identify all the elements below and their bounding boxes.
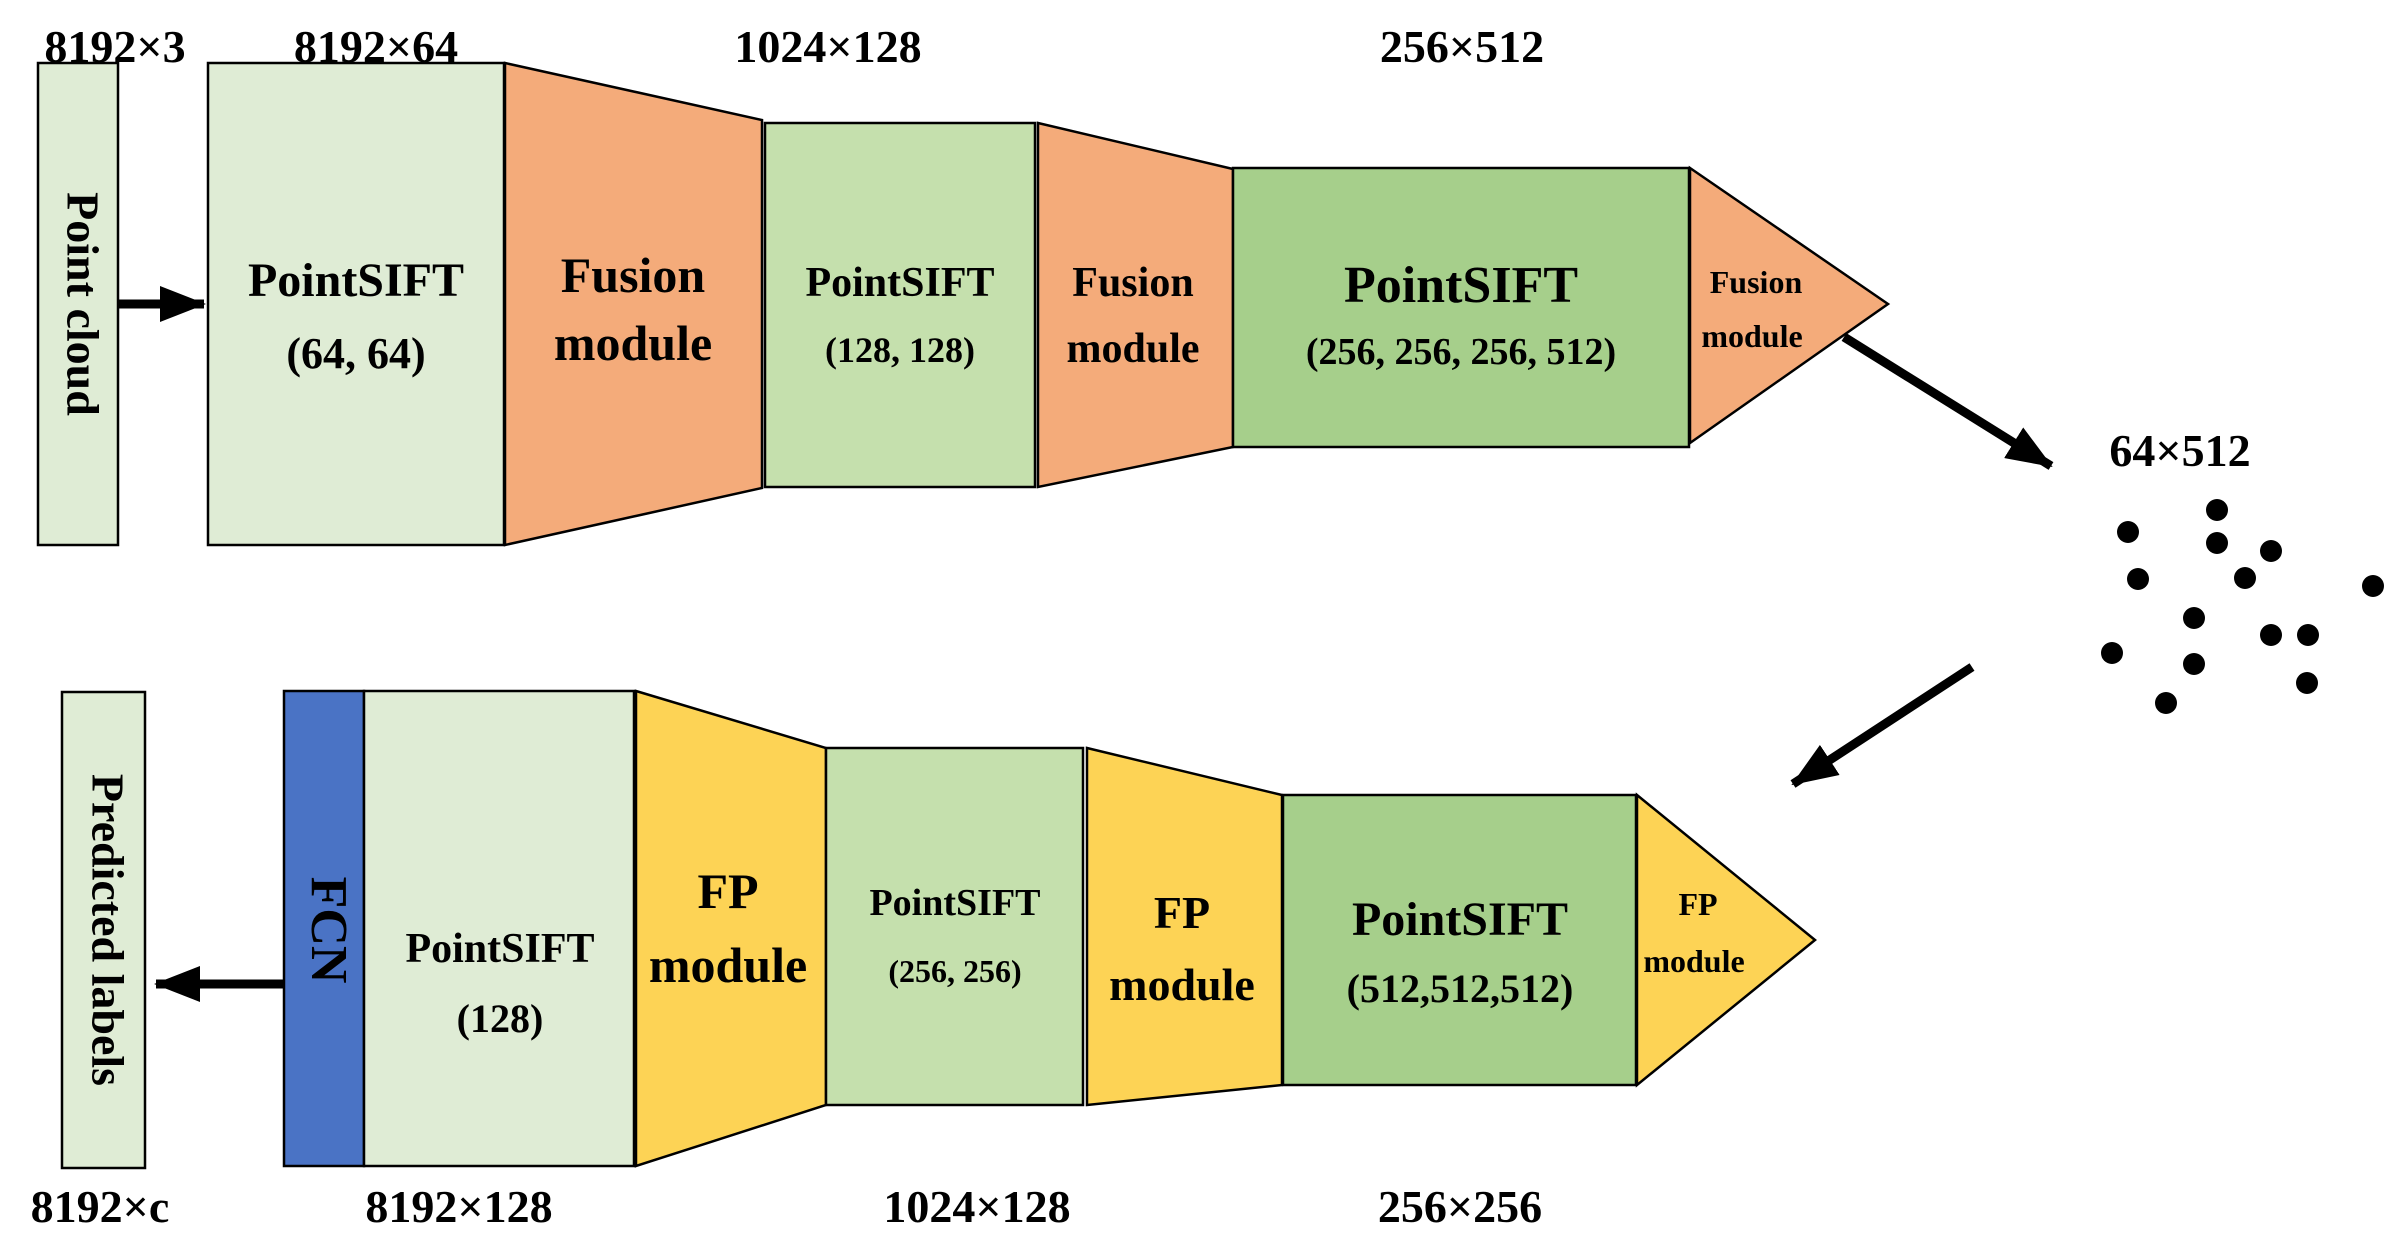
ps2-title: PointSIFT <box>805 260 994 306</box>
predicted-labels-box <box>60 690 147 1170</box>
node-pointsift-128 <box>362 689 636 1168</box>
point-cloud-label: Point cloud <box>57 192 108 416</box>
fcn-label: FCN <box>300 877 357 984</box>
ps1-params: (64, 64) <box>286 329 425 378</box>
ps6-title: PointSIFT <box>1352 893 1568 946</box>
node-pointsift-256-512 <box>1231 166 1691 449</box>
node-fcn <box>282 689 366 1168</box>
ps3-title: PointSIFT <box>1344 257 1578 314</box>
ps5-title: PointSIFT <box>869 882 1040 924</box>
ps4-title: PointSIFT <box>405 926 594 972</box>
point-cloud-box <box>36 61 120 547</box>
dim-label-ps4: 8192×128 <box>365 1181 552 1232</box>
fusion1-line2: module <box>554 315 712 371</box>
fp1-line2: module <box>649 937 807 993</box>
fusion2-line1: Fusion <box>1072 260 1193 306</box>
dim-label-output: 8192×c <box>31 1181 170 1232</box>
ps3-params: (256, 256, 256, 512) <box>1306 331 1616 373</box>
point-cloud-dots <box>2101 499 2384 714</box>
node-pointsift-128-128 <box>763 121 1037 489</box>
node-pointsift-64-64 <box>206 61 506 547</box>
ps2-params: (128, 128) <box>825 330 975 370</box>
dim-label-ps3: 256×512 <box>1380 21 1544 72</box>
dim-label-bottleneck: 64×512 <box>2109 425 2250 476</box>
ps4-params: (128) <box>457 996 544 1041</box>
dim-label-ps2: 1024×128 <box>734 21 921 72</box>
node-fp-module-3 <box>1635 792 1817 1088</box>
node-fusion-module-3 <box>1688 165 1891 446</box>
arrow-encoder-to-bottleneck <box>1841 333 2054 470</box>
fp2-line2: module <box>1109 959 1255 1010</box>
fusion3-line1: Fusion <box>1710 264 1803 300</box>
node-fp-module-1 <box>634 689 828 1168</box>
fp2-line1: FP <box>1154 887 1210 938</box>
fp1-line1: FP <box>697 863 758 919</box>
predicted-labels-label: Predicted labels <box>82 774 133 1086</box>
ps5-params: (256, 256) <box>888 953 1021 989</box>
dim-label-ps6: 256×256 <box>1378 1181 1542 1232</box>
fusion1-line1: Fusion <box>561 247 706 303</box>
ps1-title: PointSIFT <box>248 254 464 307</box>
arrow-bottleneck-to-decoder <box>1790 663 1975 788</box>
fp3-line2: module <box>1643 943 1744 979</box>
dim-label-ps5: 1024×128 <box>883 1181 1070 1232</box>
fp3-line1: FP <box>1678 886 1717 922</box>
fusion2-line2: module <box>1066 326 1199 372</box>
node-pointsift-512-512-512 <box>1281 793 1638 1087</box>
fusion3-line2: module <box>1701 318 1802 354</box>
node-pointsift-256-256 <box>824 746 1085 1107</box>
ps6-params: (512,512,512) <box>1347 966 1574 1011</box>
node-fusion-module-1 <box>503 61 764 547</box>
